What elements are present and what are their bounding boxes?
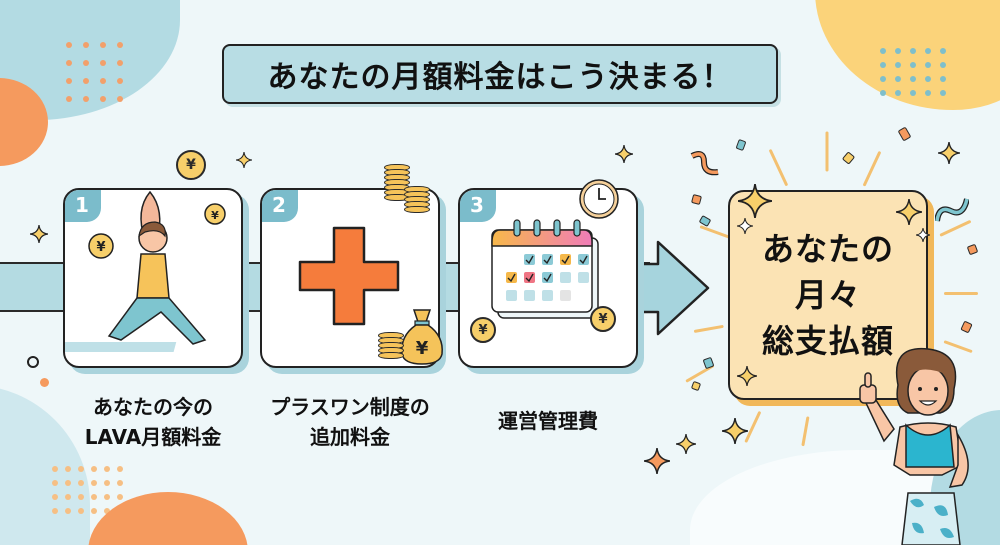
svg-text:¥: ¥ <box>96 240 105 255</box>
confetti-piece <box>690 193 703 206</box>
sparkle-icon <box>676 434 696 454</box>
sparkle-icon <box>236 152 252 168</box>
sparkle-icon <box>916 228 930 242</box>
step-label-3: 運営管理費 <box>498 409 598 433</box>
small-circle-outline <box>27 356 39 368</box>
sparkle-icon <box>737 366 757 386</box>
small-circle-orange <box>40 378 49 387</box>
plus-icon <box>298 226 400 326</box>
streamer-icon <box>935 198 969 222</box>
yen-coin-icon: ¥ <box>176 150 206 180</box>
sparkle-icon <box>896 199 922 225</box>
dot-grid-orange-topleft <box>66 42 134 102</box>
dot-grid-blue-topright <box>880 48 955 96</box>
sparkle-icon <box>30 225 48 243</box>
result-line-2: 月々 <box>794 276 861 314</box>
confetti-piece <box>966 243 979 256</box>
step-number-badge: 3 <box>460 190 496 222</box>
streamer-icon <box>690 151 719 176</box>
step-card-3: 3 <box>458 188 638 368</box>
yoga-woman-icon: ¥ ¥ <box>65 190 226 352</box>
result-total-box: あなたの 月々 総支払額 <box>728 190 928 400</box>
confetti-piece <box>897 126 912 142</box>
sparkle-icon <box>615 145 633 163</box>
yen-coin-icon: ¥ <box>470 317 496 343</box>
dot-grid-orange-bottomleft <box>52 466 130 514</box>
arrow-right-icon <box>634 240 710 336</box>
sparkle-icon <box>722 418 748 444</box>
step-label-1: あなたの今の LAVA月額料金 <box>84 395 222 449</box>
confetti-piece <box>735 138 747 152</box>
svg-text:¥: ¥ <box>211 209 219 222</box>
step-number-badge: 1 <box>65 190 101 222</box>
coin-stack-icon <box>384 164 410 201</box>
money-bag-icon: ¥ <box>401 309 443 365</box>
page-title: あなたの月額料金はこう決まる！ <box>267 60 733 95</box>
sparkle-icon <box>938 142 960 164</box>
step-label-2: プラスワン制度の 追加料金 <box>270 395 430 449</box>
step-card-1: 1 ¥ ¥ <box>63 188 243 368</box>
result-line-1: あなたの <box>761 230 894 268</box>
sparkle-icon <box>644 448 670 474</box>
title-banner: あなたの月額料金はこう決まる！ <box>222 44 778 104</box>
coin-stack-icon <box>404 186 430 213</box>
confetti-piece <box>841 151 856 165</box>
sparkle-icon <box>738 184 772 218</box>
result-line-3: 総支払額 <box>761 322 894 360</box>
sparkle-icon <box>737 218 753 234</box>
coin-stack-icon <box>378 332 404 359</box>
clock-icon <box>579 179 619 219</box>
yen-coin-icon: ¥ <box>590 306 616 332</box>
confetti-piece <box>690 380 702 392</box>
woman-thumbs-up-icon <box>859 347 969 545</box>
confetti-piece <box>960 320 973 334</box>
step-number-badge: 2 <box>262 190 298 222</box>
svg-text:¥: ¥ <box>416 338 429 359</box>
step-card-2: 2 <box>260 188 440 368</box>
calendar-icon <box>491 219 599 319</box>
